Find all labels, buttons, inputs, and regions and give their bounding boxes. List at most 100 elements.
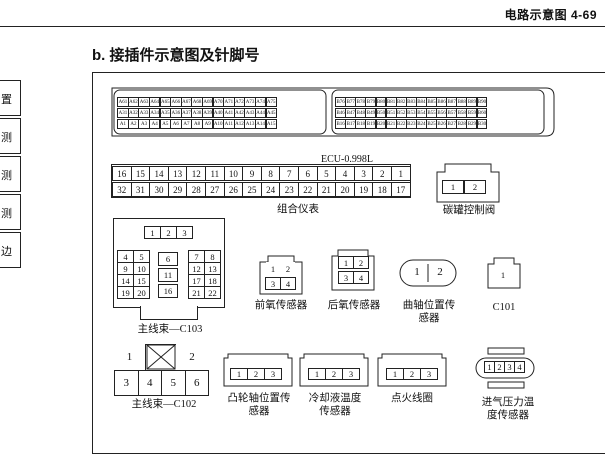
front-o2-pin-1: 1: [266, 262, 280, 275]
cam-pin-3: 3: [264, 368, 282, 380]
side-tab-text: 测: [1, 170, 12, 182]
c103-tab: [140, 306, 198, 320]
ecu-pin: B90: [476, 97, 488, 107]
crank-label-2: 感器: [418, 313, 440, 324]
crank-shape: [399, 259, 457, 287]
header-rule: [0, 26, 605, 27]
c102-pin: 3: [114, 370, 139, 396]
coolant-label-2: 传感器: [319, 406, 351, 417]
cluster-pin: 27: [205, 182, 225, 197]
cluster-pin: 7: [279, 166, 299, 181]
cam-shape: [223, 353, 293, 387]
side-tab-text: 测: [1, 132, 12, 144]
cluster-pin: 19: [353, 182, 374, 197]
cluster-pin: 13: [167, 166, 188, 181]
c103-pin: 20: [133, 286, 150, 299]
c102-pin: 5: [161, 370, 186, 396]
c103-pin: 22: [204, 286, 221, 299]
coolant-pin-1: 1: [308, 368, 326, 380]
map-label-2: 度传感器: [487, 410, 529, 421]
front-o2-label: 前氧传感器: [254, 300, 308, 311]
cluster-label: 组合仪表: [277, 204, 319, 215]
cluster-pin: 29: [167, 182, 188, 197]
cam-label-1: 凸轮轴位置传: [227, 393, 291, 404]
coolant-label-1: 冷却液温度: [308, 393, 362, 404]
c102-key-x: [146, 344, 176, 370]
ignition-shape: [377, 353, 447, 387]
c103-pin: 21: [188, 286, 205, 299]
cluster-pin: 31: [130, 182, 151, 197]
c102-pin: 4: [137, 370, 162, 396]
c103-pin: 19: [117, 286, 134, 299]
rear-o2-label: 后氧传感器: [327, 300, 381, 311]
side-tab-text: 置: [1, 94, 12, 106]
front-o2-shape: [259, 255, 303, 295]
c103-pin: 6: [158, 252, 178, 266]
map-shape: [475, 347, 535, 389]
rear-o2-pin-3: 3: [338, 271, 354, 284]
side-tab-2: 测: [0, 156, 21, 192]
cluster-pin: 14: [149, 166, 169, 181]
cluster-pin: 16: [112, 166, 132, 181]
canister-pin-1: 1: [442, 180, 464, 194]
crank-pin-2: 2: [431, 264, 449, 280]
cluster-pin: 3: [353, 166, 374, 181]
ecu-pin: B30: [476, 119, 488, 129]
map-pin-4: 4: [514, 361, 525, 373]
cluster-pin: 8: [260, 166, 281, 181]
ignition-pin-1: 1: [386, 368, 404, 380]
front-o2-pin-4: 4: [280, 277, 296, 290]
side-tab-1: 测: [0, 118, 21, 154]
ignition-pin-2: 2: [403, 368, 421, 380]
rear-o2-pin-1: 1: [338, 256, 354, 269]
ignition-label: 点火线圈: [391, 393, 433, 404]
c103-label: 主线束—C103: [137, 324, 203, 335]
cluster-pin: 28: [186, 182, 206, 197]
side-tab-4: 边: [0, 232, 21, 268]
c102-label: 主线束—C102: [131, 399, 197, 410]
cluster-pin: 30: [149, 182, 169, 197]
front-o2-pin-3: 3: [265, 277, 281, 290]
canister-label: 碳罐控制阀: [442, 205, 496, 216]
cam-pin-1: 1: [230, 368, 248, 380]
cluster-pin: 15: [130, 166, 151, 181]
front-o2-pin-2: 2: [281, 262, 295, 275]
c103-pin: 1: [144, 226, 161, 239]
cluster-pin: 17: [391, 182, 411, 197]
rear-o2-shape: [331, 249, 375, 291]
coolant-shape: [299, 353, 369, 387]
c101-label: C101: [492, 302, 516, 313]
cluster-pin: 11: [205, 166, 225, 181]
c103-pin: 11: [158, 268, 178, 282]
ecu-label: ECU-0.998L: [321, 154, 373, 165]
c102-pin: 2: [176, 344, 208, 370]
cluster-pin: 18: [372, 182, 392, 197]
cluster-pin: 32: [112, 182, 132, 197]
side-tab-3: 测: [0, 194, 21, 230]
c102-pin: 6: [184, 370, 209, 396]
c101-shape: [487, 257, 521, 289]
page-header: 电路示意图 4-69: [504, 8, 597, 22]
coolant-pin-2: 2: [325, 368, 343, 380]
cluster-pin: 23: [279, 182, 299, 197]
ignition-pin-3: 3: [420, 368, 438, 380]
c101-pin-1: 1: [492, 268, 514, 282]
c103-pin: 2: [160, 226, 177, 239]
cluster-pin: 2: [372, 166, 392, 181]
c102-pin: 1: [114, 344, 146, 370]
c103-pin: 10: [133, 262, 150, 275]
section-title: b. 接插件示意图及针脚号: [92, 47, 260, 64]
cluster-pin: 1: [391, 166, 411, 181]
cluster-pin: 25: [242, 182, 262, 197]
cluster-pin: 6: [298, 166, 318, 181]
ecu-pin: A75: [265, 97, 277, 107]
cluster-pin: 22: [298, 182, 318, 197]
ecu-pin: A15: [265, 119, 277, 129]
rear-o2-pin-4: 4: [353, 271, 369, 284]
canister-connector-shape: [436, 163, 500, 203]
canister-pin-2: 2: [464, 180, 486, 194]
cluster-pin: 24: [260, 182, 281, 197]
